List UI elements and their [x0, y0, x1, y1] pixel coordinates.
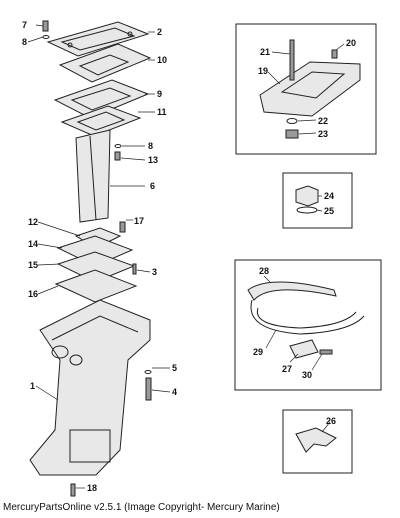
copyright-footer: MercuryPartsOnline v2.5.1 (Image Copyrig… — [3, 502, 280, 513]
callout-7: 7 — [22, 20, 27, 30]
callout-1: 1 — [30, 381, 35, 391]
gasket-16 — [54, 269, 138, 303]
cover-assembly — [259, 39, 361, 139]
exhaust-tube — [75, 129, 111, 223]
gasket — [60, 105, 142, 137]
callout-25: 25 — [324, 206, 334, 216]
callout-2: 2 — [157, 27, 162, 37]
small-bolt — [114, 144, 122, 161]
callout-17: 17 — [134, 216, 144, 226]
callout-28: 28 — [259, 266, 269, 276]
detail-box-cover — [235, 23, 377, 155]
callout-22: 22 — [318, 116, 328, 126]
callout-14: 14 — [28, 239, 38, 249]
detail-box-bracket — [282, 409, 353, 474]
adapter-plate — [58, 43, 152, 83]
callout-16: 16 — [28, 289, 38, 299]
callout-13: 13 — [148, 155, 158, 165]
callout-4: 4 — [172, 387, 177, 397]
callout-29: 29 — [253, 347, 263, 357]
bolt-and-washer — [42, 20, 50, 39]
callout-6: 6 — [150, 181, 155, 191]
callout-11: 11 — [157, 107, 167, 117]
callout-23: 23 — [318, 129, 328, 139]
callout-20: 20 — [346, 38, 356, 48]
callout-3: 3 — [152, 267, 157, 277]
callout-numbers: 7 8 2 10 9 11 8 13 6 12 17 14 15 3 16 1 … — [22, 20, 356, 493]
detail-box-nut — [282, 172, 353, 229]
pin-18 — [70, 483, 76, 497]
top-gasket-plate — [46, 21, 150, 57]
callout-24: 24 — [324, 191, 334, 201]
nut-and-ring — [295, 185, 319, 214]
bracket — [295, 427, 337, 453]
callout-8b: 8 — [148, 141, 153, 151]
callout-30: 30 — [302, 370, 312, 380]
clamp-straps — [247, 281, 365, 359]
callout-26: 26 — [326, 416, 336, 426]
detail-box-straps — [234, 259, 382, 391]
callout-19: 19 — [258, 66, 268, 76]
callout-21: 21 — [260, 47, 270, 57]
callout-18: 18 — [87, 483, 97, 493]
pin-3 — [132, 263, 137, 275]
housing-screw — [144, 370, 152, 401]
callout-9: 9 — [157, 89, 162, 99]
leader-lines-right — [263, 43, 345, 433]
bolt-17 — [119, 221, 126, 233]
callout-12: 12 — [28, 217, 38, 227]
leader-lines-left — [27, 24, 171, 489]
callout-5: 5 — [172, 363, 177, 373]
callout-27: 27 — [282, 364, 292, 374]
callout-10: 10 — [157, 55, 167, 65]
callout-8: 8 — [22, 37, 27, 47]
driveshaft-housing — [29, 299, 151, 476]
callout-15: 15 — [28, 260, 38, 270]
